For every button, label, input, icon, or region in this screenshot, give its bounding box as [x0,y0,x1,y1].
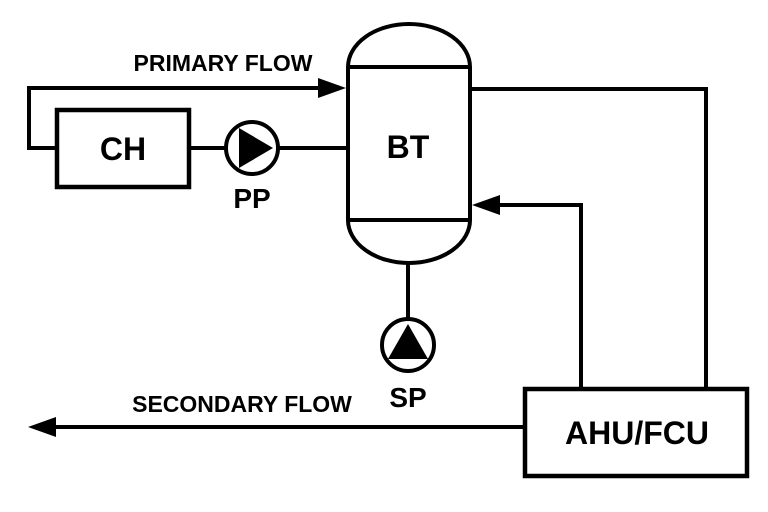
chiller-box [54,107,192,190]
pipe-ahu-return [494,203,583,389]
secondary-pump-label: SP [389,382,426,413]
primary-flow-label: PRIMARY FLOW [134,50,313,76]
primary-pump-label: PP [233,183,270,214]
secondary-flow-arrowhead-icon [28,417,56,437]
ahu-fcu-label: AHU/FCU [565,415,709,451]
chiller-label: CH [100,131,146,167]
primary-pump-impeller-icon [239,128,273,168]
ahu-fcu-box [522,386,750,479]
buffer-tank-label: BT [387,129,430,165]
pipe-primary-supply [27,86,324,150]
secondary-flow-label: SECONDARY FLOW [132,391,352,417]
return-flow-arrowhead-icon [472,195,500,215]
buffer-tank-vessel [346,22,472,265]
pipe-tank-to-ahu-supply [470,87,708,389]
primary-flow-arrowhead-icon [318,78,346,98]
secondary-pump-impeller-icon [388,324,428,359]
